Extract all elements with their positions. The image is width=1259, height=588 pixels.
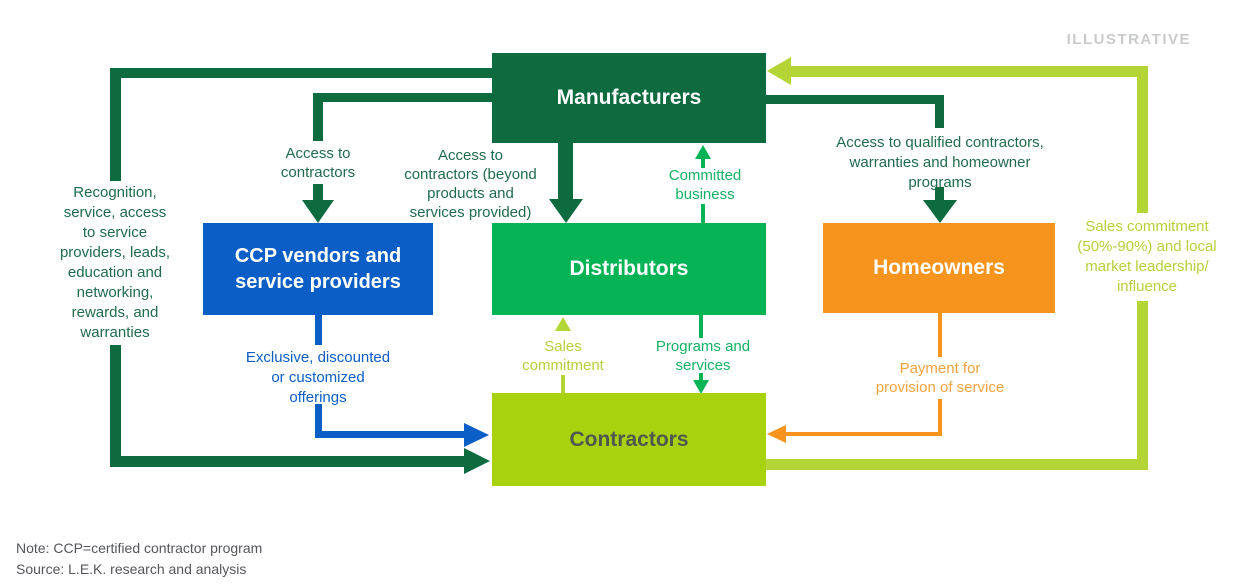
label-access-to-contractors: Access to contractors xyxy=(280,145,356,181)
flow-homeowners-contractors-h xyxy=(786,432,940,436)
flow-distributors-mfr-arrowhead xyxy=(695,145,711,159)
flow-contractors-mfr-right-v-lower xyxy=(1137,301,1148,470)
flow-mfr-ccp-h xyxy=(318,93,492,102)
flow-mfr-contractors-left-v-upper xyxy=(110,68,121,181)
illustrative-tag: ILLUSTRATIVE xyxy=(1066,31,1191,48)
flow-mfr-distributors-arrowhead xyxy=(549,199,583,223)
flow-ccp-contractors-v-lower xyxy=(315,404,322,438)
flow-mfr-homeowners-stem xyxy=(935,187,944,202)
label-access-beyond: Access to contractors (beyond products a… xyxy=(404,147,537,221)
flow-ccp-contractors-arrowhead xyxy=(464,423,489,447)
flow-homeowners-contractors-v-lower xyxy=(938,399,942,436)
box-homeowners: Homeowners xyxy=(823,223,1055,313)
flow-distributors-mfr-stem-upper xyxy=(701,158,705,168)
flow-mfr-homeowners-arrowhead xyxy=(923,200,957,223)
flow-distributors-mfr-stem-lower xyxy=(701,204,705,223)
flow-mfr-contractors-top-h xyxy=(110,68,492,78)
flow-ccp-contractors-v-upper xyxy=(315,315,322,345)
flow-mfr-homeowners-h xyxy=(766,95,940,104)
box-manufacturers: Manufacturers xyxy=(492,53,766,143)
box-contractors: Contractors xyxy=(492,393,766,486)
flow-distributors-contractors-stem-upper xyxy=(699,315,703,338)
footnote-source: Source: L.E.K. research and analysis xyxy=(16,561,247,577)
flow-mfr-ccp-stem xyxy=(313,184,323,202)
flow-mfr-ccp-v xyxy=(313,93,323,141)
footnote-note: Note: CCP=certified contractor program xyxy=(16,540,263,556)
flow-contractors-mfr-arrowhead xyxy=(767,57,791,85)
label-payment: Payment for provision of service xyxy=(875,360,1005,396)
label-programs-services: Programs and services xyxy=(655,338,751,374)
flow-mfr-contractors-arrowhead xyxy=(464,448,490,474)
flow-mfr-ccp-arrowhead xyxy=(302,200,334,223)
flow-contractors-mfr-top-h xyxy=(779,66,1148,77)
label-sales-commitment-right: Sales commitment (50%-90%) and local mar… xyxy=(1077,218,1217,295)
flow-ccp-contractors-h xyxy=(315,431,466,438)
flow-mfr-contractors-left-v-lower xyxy=(110,345,121,467)
label-committed-business: Committed business xyxy=(668,167,742,203)
flow-homeowners-contractors-arrowhead xyxy=(767,425,786,443)
label-access-qualified: Access to qualified contractors, warrant… xyxy=(836,134,1044,191)
label-exclusive-offerings: Exclusive, discounted or customized offe… xyxy=(245,349,391,406)
flow-distributors-contractors-arrowhead xyxy=(693,380,709,394)
flow-contractors-distributors-arrowhead xyxy=(555,317,571,331)
flow-contractors-mfr-right-v-upper xyxy=(1137,66,1148,213)
flow-distributors-contractors-stem-lower xyxy=(699,373,703,382)
label-recognition: Recognition, service, access to service … xyxy=(59,184,171,341)
label-sales-commitment: Sales commitment xyxy=(522,338,604,374)
flow-mfr-contractors-bottom-h xyxy=(110,456,466,467)
flow-mfr-homeowners-v xyxy=(935,95,944,128)
flow-contractors-mfr-bottom-h xyxy=(766,459,1148,470)
flow-contractors-distributors-stem xyxy=(561,375,565,394)
flow-homeowners-contractors-v-upper xyxy=(938,313,942,357)
box-ccp-vendors: CCP vendors and service providers xyxy=(203,223,433,315)
flow-mfr-distributors-stem xyxy=(558,143,573,201)
box-distributors: Distributors xyxy=(492,223,766,315)
